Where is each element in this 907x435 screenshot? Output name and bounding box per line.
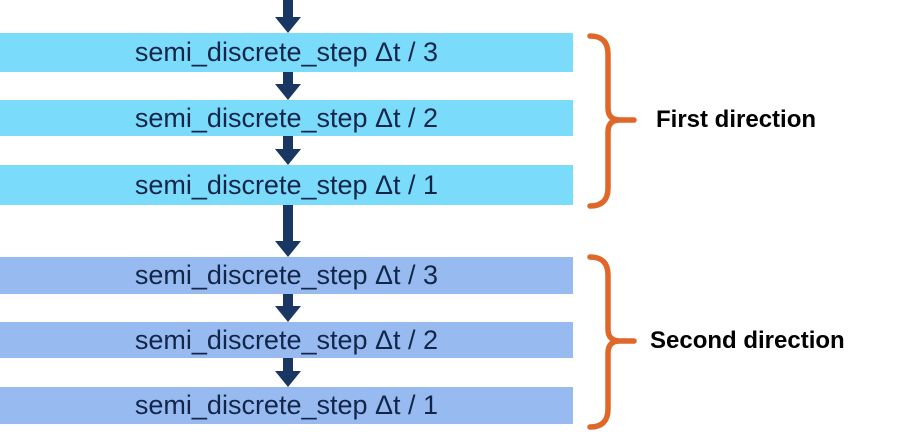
arrow-down-icon: [275, 84, 301, 100]
step-box-first-dt2: semi_discrete_step Δt / 2: [0, 100, 573, 136]
arrow-down-icon: [275, 241, 301, 257]
flow-arrow-between-sections: [275, 205, 301, 257]
flow-arrow: [275, 358, 301, 387]
arrow-shaft: [283, 294, 293, 306]
flow-arrow-top: [275, 0, 301, 33]
arrow-down-icon: [275, 149, 301, 165]
first-direction-brace-icon: [587, 33, 637, 209]
second-direction-brace-icon: [587, 254, 637, 430]
step-box-first-dt3: semi_discrete_step Δt / 3: [0, 33, 573, 72]
arrow-down-icon: [275, 17, 301, 33]
flow-arrow: [275, 136, 301, 165]
flow-arrow: [275, 72, 301, 100]
step-box-second-dt1: semi_discrete_step Δt / 1: [0, 387, 573, 424]
second-direction-label: Second direction: [650, 327, 845, 354]
arrow-down-icon: [275, 371, 301, 387]
flow-arrow: [275, 294, 301, 322]
arrow-shaft: [283, 0, 293, 17]
step-box-first-dt1: semi_discrete_step Δt / 1: [0, 165, 573, 205]
step-box-second-dt3: semi_discrete_step Δt / 3: [0, 257, 573, 294]
step-box-second-dt2: semi_discrete_step Δt / 2: [0, 322, 573, 358]
arrow-down-icon: [275, 306, 301, 322]
arrow-shaft: [283, 72, 293, 84]
arrow-shaft: [283, 358, 293, 371]
first-direction-label: First direction: [656, 106, 817, 133]
arrow-shaft: [283, 205, 293, 241]
arrow-shaft: [283, 136, 293, 149]
